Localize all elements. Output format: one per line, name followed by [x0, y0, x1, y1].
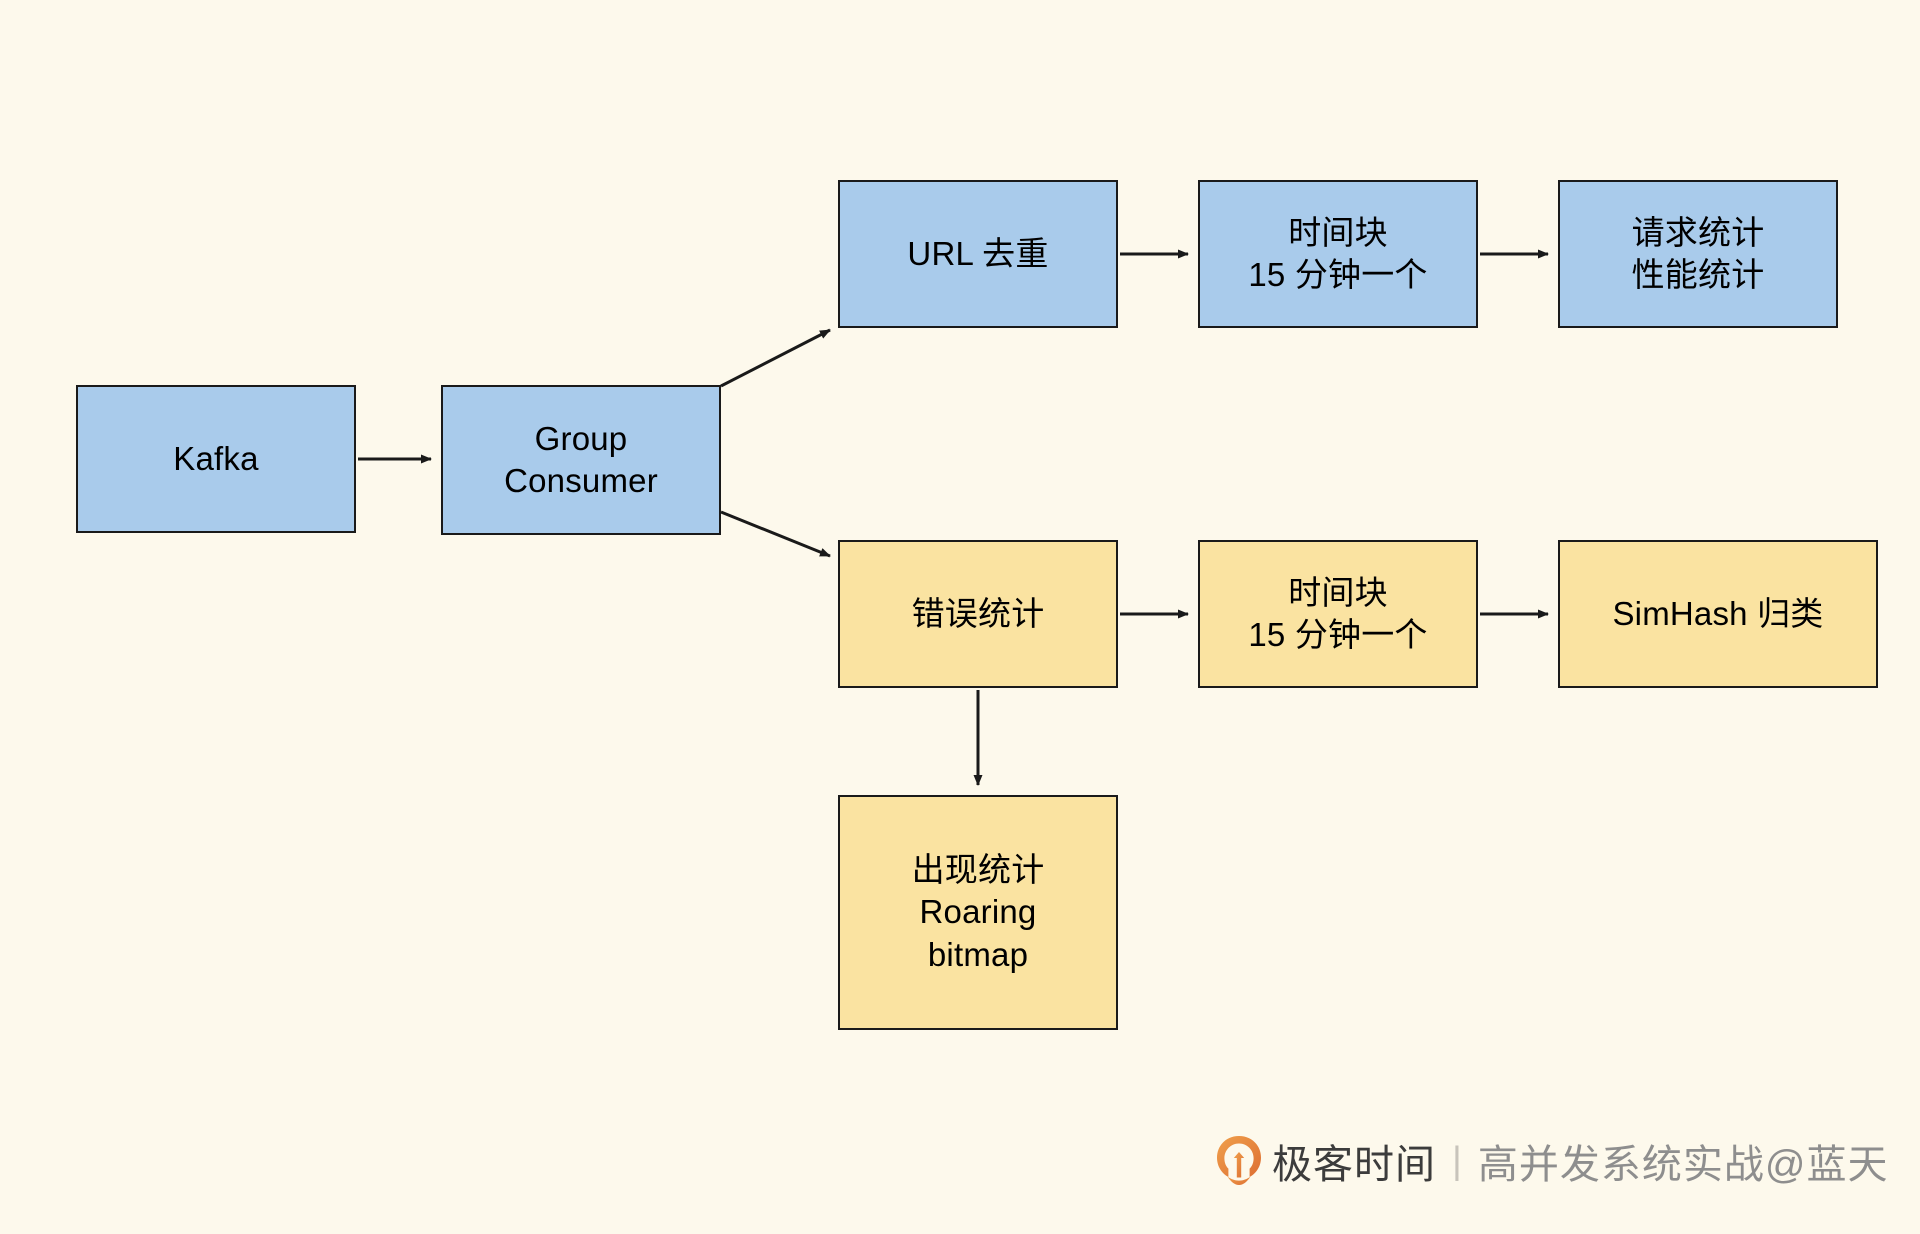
- node-time-block-top[interactable]: 时间块 15 分钟一个: [1198, 180, 1478, 328]
- node-label-line: 15 分钟一个: [1248, 256, 1428, 293]
- node-label-line: 请求统计: [1631, 213, 1765, 251]
- node-time-block-bottom[interactable]: 时间块 15 分钟一个: [1198, 540, 1478, 688]
- node-occurrence-stats[interactable]: 出现统计 Roaring bitmap: [838, 795, 1118, 1030]
- node-label-line: 时间块: [1288, 213, 1388, 251]
- edge-group-consumer-to-url-dedup: [720, 328, 831, 388]
- node-simhash-classify[interactable]: SimHash 归类: [1558, 540, 1878, 688]
- node-label-line: URL 去重: [907, 234, 1049, 272]
- node-error-stats[interactable]: 错误统计: [838, 540, 1118, 688]
- node-label-line: 15 分钟一个: [1248, 616, 1428, 653]
- node-label-line: SimHash 归类: [1612, 594, 1824, 632]
- node-label-line: 出现统计: [911, 851, 1045, 889]
- edge-group-consumer-to-error-stats: [720, 510, 831, 558]
- geekbang-logo-icon: [1217, 1136, 1261, 1185]
- watermark-separator: |: [1452, 1139, 1462, 1182]
- node-label-line: Roaring: [919, 893, 1037, 931]
- node-label-line: Consumer: [504, 462, 658, 499]
- watermark-course: 高并发系统实战@蓝天: [1477, 1143, 1889, 1187]
- node-url-dedup[interactable]: URL 去重: [838, 180, 1118, 328]
- node-label-line: Kafka: [173, 439, 259, 477]
- node-request-perf-stats[interactable]: 请求统计性能统计: [1558, 180, 1838, 328]
- node-label-line: 性能统计: [1631, 256, 1765, 293]
- node-label-line: bitmap: [927, 935, 1029, 973]
- node-label-line: Group: [534, 419, 628, 457]
- watermark: 极客时间 | 高并发系统实战@蓝天: [1216, 1128, 1888, 1194]
- watermark-brand: 极客时间: [1272, 1143, 1436, 1187]
- node-label-line: 错误统计: [911, 594, 1045, 632]
- node-kafka[interactable]: Kafka: [76, 385, 356, 533]
- node-label-line: 时间块: [1288, 573, 1388, 611]
